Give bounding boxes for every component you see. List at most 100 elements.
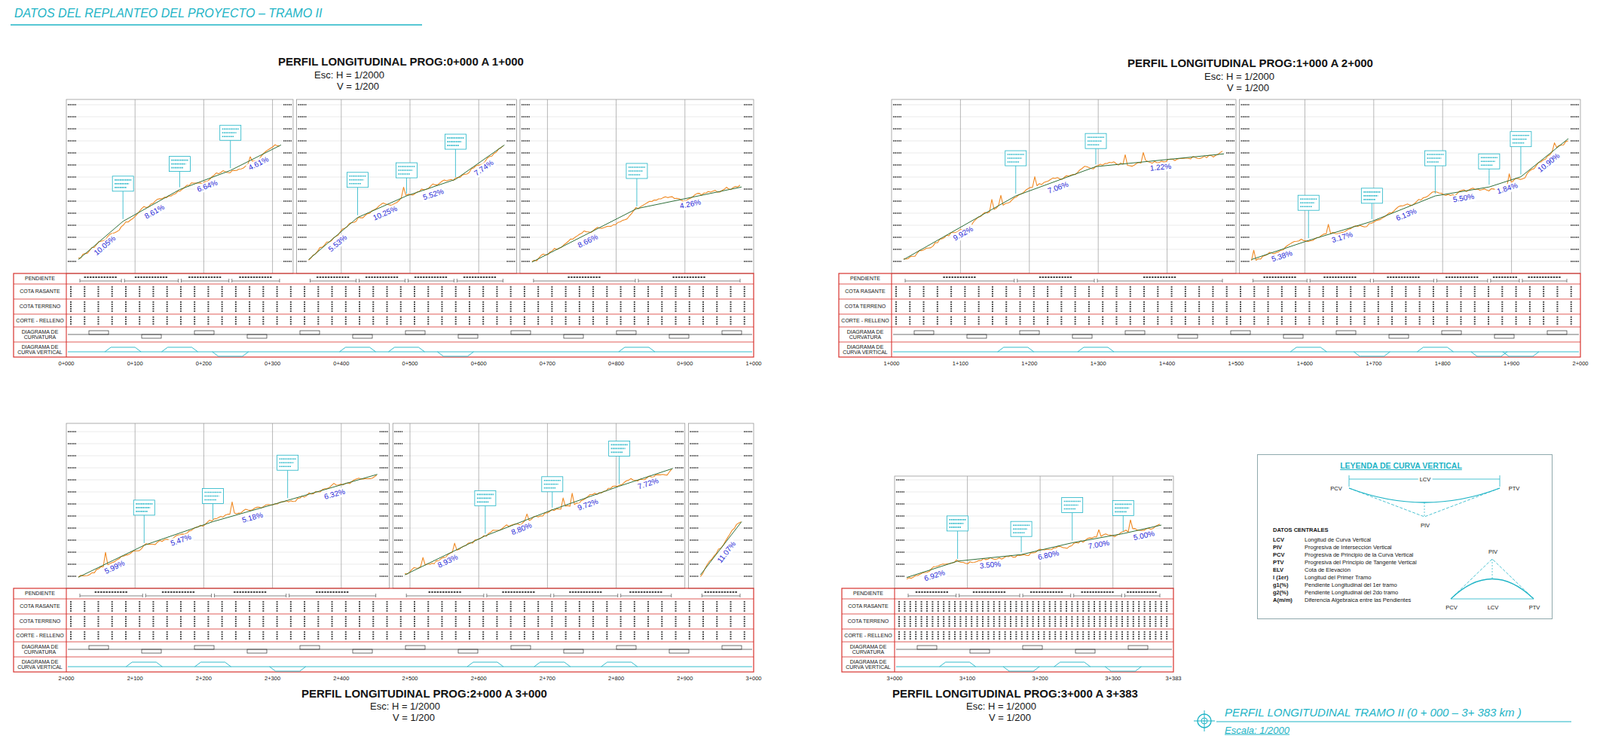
piv-data-lines bbox=[949, 519, 967, 521]
elevation-tick bbox=[689, 563, 698, 566]
table-value bbox=[180, 631, 182, 640]
curvature-step bbox=[405, 645, 426, 650]
grid-line bbox=[891, 225, 1236, 227]
elevation-tick bbox=[743, 503, 753, 505]
table-value bbox=[936, 301, 939, 313]
table-value bbox=[372, 316, 374, 325]
grade-label: 8.80% bbox=[507, 520, 534, 538]
table-value bbox=[276, 631, 279, 640]
table-value bbox=[1005, 316, 1007, 325]
piv-leader bbox=[957, 531, 958, 560]
elevation-tick bbox=[67, 260, 77, 263]
elevation-tick bbox=[298, 104, 307, 106]
grid-line bbox=[296, 128, 518, 130]
grade-row-tick bbox=[355, 278, 357, 283]
elevation-tick bbox=[283, 116, 292, 118]
table-value bbox=[620, 601, 622, 612]
vertical-curve-mark bbox=[388, 347, 425, 352]
table-value bbox=[262, 601, 264, 612]
elevation-tick bbox=[67, 176, 77, 178]
piv-data-lines bbox=[544, 480, 561, 482]
table-value bbox=[1143, 301, 1145, 313]
table-value bbox=[317, 631, 319, 640]
table-value bbox=[440, 631, 443, 640]
piv-data-lines bbox=[204, 495, 219, 498]
table-value bbox=[688, 286, 691, 297]
table-row-line bbox=[838, 342, 1581, 343]
diagram-label-holder: PCV bbox=[1445, 605, 1457, 612]
grade-row-value bbox=[704, 591, 738, 594]
station-label-holder: 2+100 bbox=[127, 676, 144, 683]
curvature-step bbox=[669, 649, 689, 654]
table-value bbox=[482, 301, 484, 313]
grade-row-line bbox=[908, 596, 957, 597]
elevation-tick bbox=[67, 443, 77, 445]
elevation-tick bbox=[689, 443, 698, 445]
vertical-curve-mark bbox=[212, 351, 249, 357]
curvature-step bbox=[914, 330, 934, 335]
table-value bbox=[1377, 316, 1380, 325]
table-value bbox=[537, 316, 539, 325]
table-value bbox=[1104, 601, 1107, 612]
table-value bbox=[1049, 601, 1051, 612]
grade-row-line bbox=[638, 281, 741, 282]
grade-row-tick bbox=[124, 278, 126, 283]
table-value bbox=[898, 601, 900, 612]
row-header-holder: COTA TERRENO bbox=[840, 303, 891, 309]
table-value bbox=[1132, 601, 1135, 612]
curvature-step bbox=[1022, 645, 1043, 650]
table-value bbox=[550, 631, 553, 640]
table-value bbox=[207, 616, 209, 628]
table-row-line bbox=[13, 284, 754, 285]
station-label: 3+200 bbox=[1032, 676, 1049, 683]
table-value bbox=[358, 286, 361, 297]
piv-leader bbox=[143, 515, 145, 544]
table-value bbox=[950, 316, 952, 325]
table-value bbox=[605, 616, 608, 628]
grade-row-tick bbox=[550, 593, 551, 598]
table-value bbox=[1160, 616, 1163, 628]
elevation-tick bbox=[298, 176, 307, 178]
grid-line bbox=[520, 225, 754, 227]
elevation-tick bbox=[1570, 164, 1579, 166]
piv-data-box bbox=[346, 172, 368, 188]
table-value bbox=[660, 286, 663, 297]
table-value bbox=[1021, 601, 1023, 612]
table-value bbox=[97, 616, 99, 628]
elevation-tick bbox=[379, 551, 389, 554]
table-value bbox=[743, 316, 746, 325]
elevation-tick bbox=[1163, 503, 1172, 505]
elevation-tick bbox=[689, 431, 698, 433]
abbreviation-meaning-holder: Longitud del Primer Tramo bbox=[1304, 575, 1371, 582]
table-value bbox=[1101, 301, 1104, 313]
elevation-tick bbox=[743, 200, 753, 202]
station-grid-line bbox=[547, 99, 548, 274]
table-value bbox=[970, 616, 973, 628]
table-value bbox=[495, 601, 498, 612]
grade-row-value bbox=[134, 276, 169, 279]
table-value bbox=[1184, 316, 1187, 325]
scale-text: Esc: H = 1/2000 V = 1/200 bbox=[314, 70, 390, 93]
table-value bbox=[959, 601, 961, 612]
grade-label-holder: 6.13% bbox=[1393, 206, 1420, 224]
station-label: 2+600 bbox=[471, 676, 487, 683]
sheet-decoration bbox=[10, 24, 1572, 732]
table-value bbox=[578, 286, 581, 297]
table-value bbox=[468, 631, 471, 640]
table-value bbox=[345, 301, 347, 313]
table-value bbox=[1156, 301, 1159, 313]
station-label: 1+900 bbox=[1503, 360, 1520, 368]
table-value bbox=[1419, 286, 1421, 297]
piv-data-lines bbox=[1007, 161, 1020, 163]
elevation-tick bbox=[689, 515, 698, 518]
table-value bbox=[1239, 316, 1242, 325]
grade-label: 5.18% bbox=[238, 510, 265, 526]
vertical-curve-mark bbox=[1003, 666, 1040, 672]
table-row-line bbox=[13, 629, 754, 631]
piv-data-lines bbox=[611, 444, 628, 447]
row-header-holder: PENDIENTE bbox=[843, 590, 894, 597]
table-value bbox=[908, 316, 911, 325]
elevation-tick bbox=[689, 503, 698, 505]
piv-data-lines bbox=[222, 135, 235, 138]
table-value bbox=[1501, 316, 1503, 325]
